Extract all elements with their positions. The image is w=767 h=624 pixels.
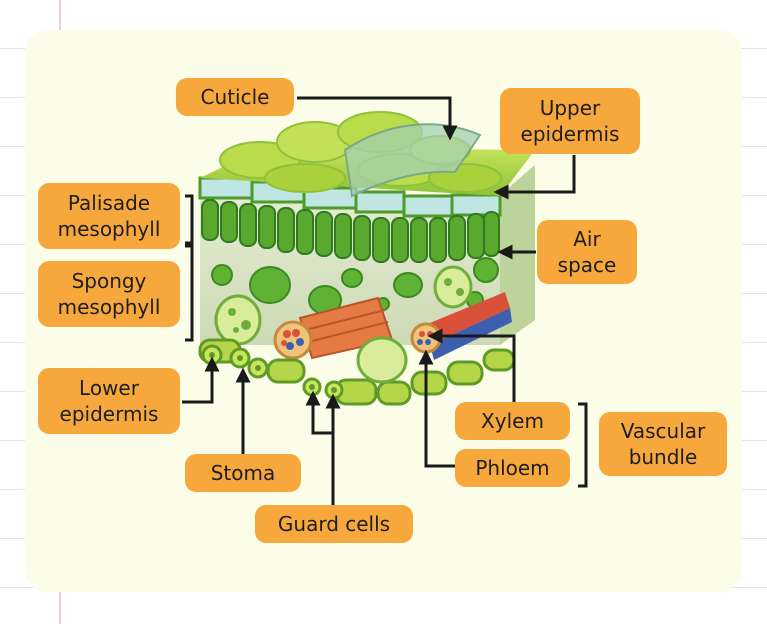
label-xylem: Xylem (455, 402, 570, 440)
label-spongy-mesophyll: Spongy mesophyll (38, 261, 180, 327)
vascular-bracket (578, 402, 588, 488)
upper-epidermis-connector (493, 155, 576, 200)
guard-cells-connector-a (305, 390, 335, 505)
label-phloem: Phloem (455, 449, 570, 487)
lower-epidermis-cells (198, 338, 516, 406)
xylem-connector (427, 328, 516, 402)
cuticle-layer (343, 123, 482, 198)
spongy-cells (211, 257, 499, 315)
label-stoma: Stoma (185, 454, 301, 492)
lower-epidermis-connector (182, 356, 220, 404)
label-air-space: Air space (537, 220, 637, 284)
label-vascular-bundle: Vascular bundle (599, 412, 727, 476)
side-face (500, 165, 535, 345)
phloem-connector (418, 349, 455, 468)
label-palisade-mesophyll: Palisade mesophyll (38, 183, 180, 249)
vascular-strands (410, 292, 512, 360)
leaf-block (198, 111, 535, 406)
brackets (185, 194, 588, 488)
connectors (182, 96, 576, 505)
label-guard-cells: Guard cells (255, 505, 413, 543)
palisade-cells (201, 199, 500, 263)
label-lower-epidermis: Lower epidermis (38, 368, 180, 434)
spongy-bracket (185, 244, 194, 342)
palisade-bracket (185, 194, 194, 245)
label-upper-epidermis: Upper epidermis (500, 88, 640, 154)
pale-spongy-cells (214, 265, 473, 346)
cuticle-connector (297, 96, 458, 141)
label-cuticle: Cuticle (176, 78, 294, 116)
pale-lower-cell (356, 336, 408, 384)
